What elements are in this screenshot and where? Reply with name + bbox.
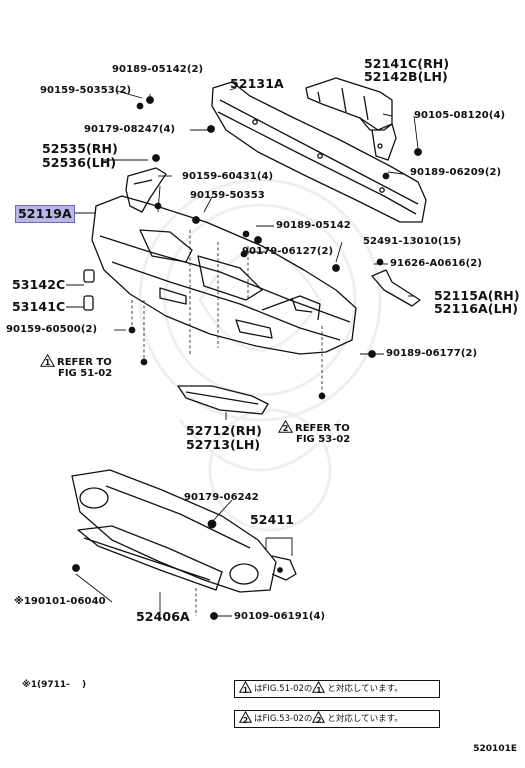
- bumper-side-retainer: [125, 167, 167, 213]
- reference-triangle-icon: 1: [40, 354, 55, 367]
- bumper-moulding: [177, 385, 269, 415]
- refer-to-fig-53-02[interactable]: 2 REFER TO FIG 53-02: [278, 420, 350, 445]
- reference-triangle-icon: 2: [239, 711, 252, 725]
- part-label-90109-06191-4: 90109-06191(4): [234, 611, 326, 622]
- part-label-52119a[interactable]: 52119A: [15, 205, 75, 223]
- part-label-52131a: 52131A: [230, 76, 284, 91]
- part-label-52712: 52712(RH): [186, 423, 262, 438]
- part-label-53141c: 53141C: [12, 299, 66, 314]
- part-label-52406a: 52406A: [136, 609, 190, 624]
- part-label-90189-06209-2: 90189-06209(2): [410, 167, 502, 178]
- part-label-90179-08247-4: 90179-08247(4): [84, 124, 176, 135]
- part-label-52491-13010-15: 52491-13010(15): [363, 236, 462, 247]
- part-label-90159-60500-2: 90159-60500(2): [6, 324, 98, 335]
- lower-grille-assembly: [71, 469, 297, 593]
- part-label-52536: 52536(LH): [42, 155, 117, 170]
- part-label-90179-06127-2: 90179-06127(2): [242, 246, 334, 257]
- watermark-emblem: [138, 178, 382, 532]
- part-label-90159-50353-2: 90159-50353(2): [40, 85, 132, 96]
- figure-code: 520101E: [473, 744, 517, 754]
- reference-triangle-icon: 1: [312, 681, 326, 695]
- part-label-52713: 52713(LH): [186, 437, 261, 452]
- footnote-marker: ※1: [14, 596, 31, 607]
- part-label-91626-a0616-2: 91626-A0616(2): [390, 258, 483, 269]
- fasteners: [72, 96, 422, 620]
- bumper-clips: [83, 269, 95, 311]
- part-label-90159-60431-4: 90159-60431(4): [182, 171, 274, 182]
- part-label-52535: 52535(RH): [42, 141, 118, 156]
- leader-lines: [66, 87, 419, 617]
- refer-to-fig-51-02[interactable]: 1 REFER TO FIG 51-02: [40, 354, 112, 379]
- reference-triangle-icon: 2: [312, 711, 326, 725]
- part-label-52141c: 52141C(RH): [364, 56, 450, 71]
- part-label-90179-06242: 90179-06242: [184, 492, 259, 503]
- note-box-fig-53-02: 2 はFIG.53-02の 2 と対応しています。: [234, 710, 440, 728]
- part-label-90101-06040: ※190101-06040: [14, 596, 106, 607]
- part-label-90189-05142: 90189-05142: [276, 220, 351, 231]
- part-label-52115a: 52115A(RH): [434, 288, 520, 303]
- bumper-bracket-upper: [305, 77, 397, 161]
- part-label-90189-05142-2: 90189-05142(2): [112, 64, 204, 75]
- part-label-52411: 52411: [250, 512, 294, 527]
- part-label-90105-08120-4: 90105-08120(4): [414, 110, 506, 121]
- bumper-cover: [91, 195, 357, 355]
- part-label-52116a: 52116A(LH): [434, 301, 519, 316]
- part-label-90189-06177-2: 90189-06177(2): [386, 348, 478, 359]
- reference-triangle-icon: 2: [278, 420, 293, 433]
- reference-triangle-icon: 1: [239, 681, 252, 695]
- bumper-side-bracket: [371, 269, 421, 307]
- part-label-53142c: 53142C: [12, 277, 66, 292]
- dashed-assembly-lines: [131, 230, 323, 616]
- footnote-period: ※1(9711- ): [22, 680, 87, 690]
- part-label-52142b: 52142B(LH): [364, 69, 448, 84]
- part-label-90159-50353: 90159-50353: [190, 190, 265, 201]
- bumper-reinforcement: [211, 81, 427, 223]
- note-box-fig-51-02: 1 はFIG.51-02の 1 と対応しています。: [234, 680, 440, 698]
